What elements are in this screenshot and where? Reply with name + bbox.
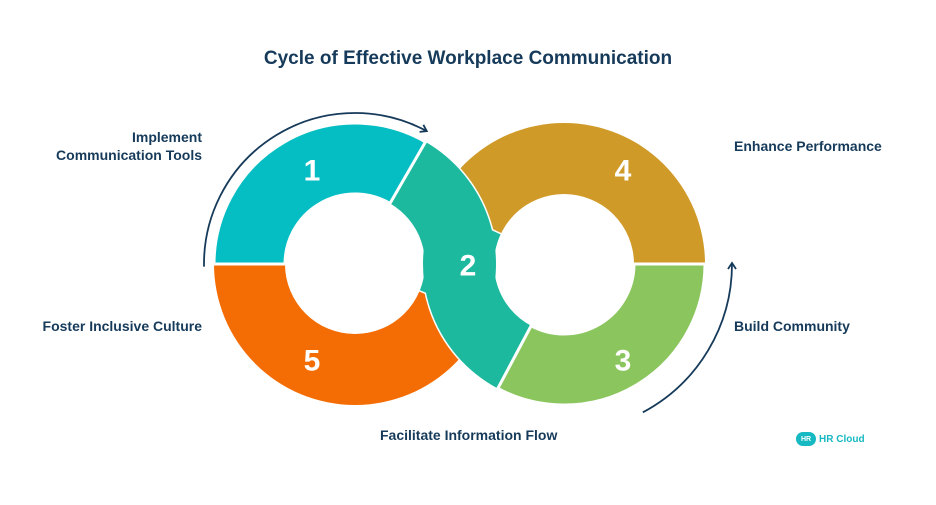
segment-5 (214, 264, 496, 405)
step-label-1-line1: Implement (131, 129, 202, 145)
cycle-arrow-right (642, 261, 737, 414)
cloud-icon: HR (796, 432, 816, 446)
step-number-3: 3 (615, 345, 632, 378)
hr-cloud-logo: HR HR Cloud (796, 432, 865, 446)
segment-4 (423, 123, 705, 264)
step-label-4: Enhance Performance (734, 138, 882, 154)
step-label-1-line2: Communication Tools (56, 147, 202, 163)
step-label-5: Foster Inclusive Culture (42, 318, 202, 334)
segment-3 (496, 262, 707, 407)
segment-2-upper-fill (390, 141, 496, 317)
step-number-1: 1 (304, 155, 321, 188)
step-label-3: Build Community (734, 318, 850, 334)
diagram-title: Cycle of Effective Workplace Communicati… (263, 48, 673, 69)
step-label-2: Facilitate Information Flow (380, 427, 558, 443)
step-number-5: 5 (304, 345, 321, 378)
segment-1 (212, 121, 427, 266)
logo-text: HR Cloud (819, 433, 865, 445)
step-number-2: 2 (460, 250, 477, 283)
step-label-1: Implement Communication Tools (40, 128, 202, 164)
step-number-4: 4 (615, 155, 632, 188)
cycle-arrow-left (203, 112, 429, 267)
